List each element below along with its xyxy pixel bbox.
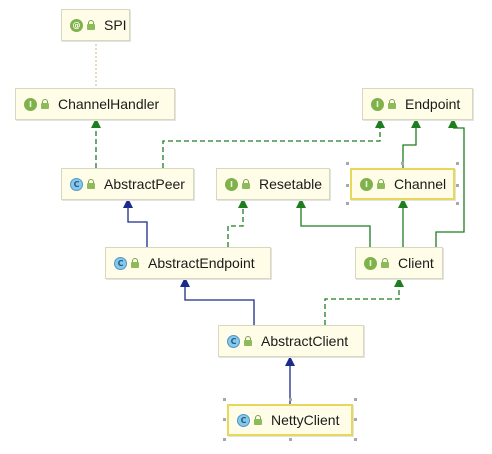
arrow-head [123, 198, 133, 208]
lock-icon [253, 414, 263, 426]
abstract-class-icon: C [227, 334, 240, 348]
arrow-head [91, 118, 101, 128]
lock-icon [387, 98, 397, 110]
interface-icon: I [371, 97, 384, 111]
arrow-head [180, 277, 190, 287]
lock-icon [241, 178, 251, 190]
node-spi[interactable]: @ SPI [61, 9, 130, 41]
selection-handle[interactable] [354, 398, 357, 401]
arrow-head [285, 356, 295, 366]
interface-icon: I [364, 256, 377, 270]
node-nettyclient[interactable]: C NettyClient [227, 404, 353, 436]
arrow-head [398, 198, 408, 208]
node-label: Client [398, 255, 434, 271]
edge-channel-endpoint [402, 128, 417, 168]
arrow-head [394, 277, 404, 287]
node-abstractpeer[interactable]: C AbstractPeer [61, 168, 194, 200]
lock-icon [380, 257, 390, 269]
arrow-head [411, 118, 421, 128]
selection-handle[interactable] [456, 162, 459, 165]
node-label: AbstractPeer [104, 176, 185, 192]
interface-icon: I [360, 177, 373, 191]
selection-handle[interactable] [456, 202, 459, 205]
annotation-icon: @ [70, 18, 83, 32]
node-resetable[interactable]: I Resetable [216, 168, 330, 200]
selection-handle[interactable] [354, 438, 357, 441]
edge-client-resetable [300, 208, 371, 247]
selection-handle[interactable] [223, 418, 226, 421]
node-abstractendpoint[interactable]: C AbstractEndpoint [105, 247, 271, 279]
selection-handle[interactable] [346, 184, 349, 187]
node-label: Resetable [259, 176, 323, 192]
class-icon: C [237, 413, 250, 427]
selection-handle[interactable] [401, 162, 404, 165]
selection-handle[interactable] [354, 418, 357, 421]
selection-handle[interactable] [456, 184, 459, 187]
selection-handle[interactable] [346, 162, 349, 165]
lock-icon [40, 98, 50, 110]
node-label: NettyClient [271, 412, 340, 428]
interface-icon: I [24, 97, 37, 111]
lock-icon [130, 257, 140, 269]
node-label: ChannelHandler [58, 96, 160, 112]
node-label: AbstractClient [261, 333, 349, 349]
lock-icon [376, 178, 386, 190]
arrow-head [296, 198, 306, 208]
lock-icon [243, 335, 253, 347]
edge-abstractclient-client [324, 287, 400, 325]
edge-abstractendpoint-resetable [227, 208, 244, 247]
node-channelhandler[interactable]: I ChannelHandler [15, 88, 175, 120]
node-label: Endpoint [405, 96, 461, 112]
node-channel[interactable]: I Channel [350, 168, 455, 200]
node-label: SPI [104, 17, 127, 33]
node-client[interactable]: I Client [355, 247, 443, 279]
selection-handle[interactable] [223, 438, 226, 441]
class-icon: C [70, 177, 83, 191]
selection-handle[interactable] [289, 398, 292, 401]
arrow-head [448, 118, 458, 128]
edge-client-endpoint [435, 127, 465, 247]
edge-abstractclient-abstractendpoint [184, 287, 255, 325]
interface-icon: I [225, 177, 238, 191]
lock-icon [86, 19, 96, 31]
arrow-head [238, 198, 248, 208]
class-icon: C [114, 256, 127, 270]
selection-handle[interactable] [346, 202, 349, 205]
selection-handle[interactable] [289, 438, 292, 441]
node-endpoint[interactable]: I Endpoint [362, 88, 473, 120]
node-abstractclient[interactable]: C AbstractClient [218, 325, 364, 357]
selection-handle[interactable] [223, 398, 226, 401]
edge-abstractpeer-endpoint [162, 128, 381, 168]
lock-icon [86, 178, 96, 190]
arrow-head [375, 118, 385, 128]
node-label: AbstractEndpoint [148, 255, 255, 271]
edge-abstractendpoint-abstractpeer [127, 208, 148, 247]
node-label: Channel [394, 176, 447, 192]
